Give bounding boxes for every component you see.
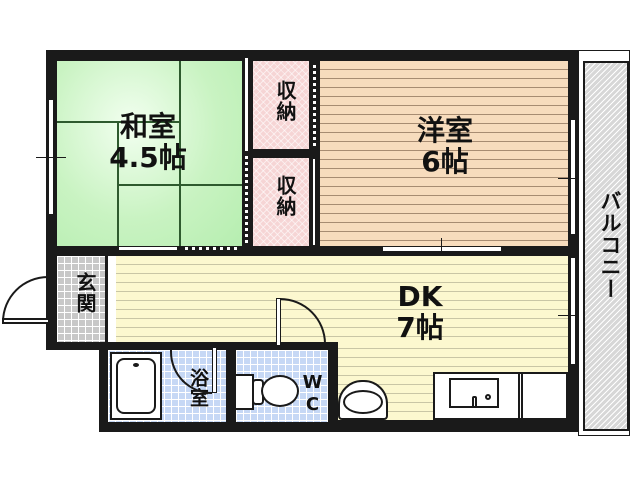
yoshitsu-name: 洋室 (416, 114, 473, 147)
tatami-line (179, 61, 181, 246)
washbasin-icon (338, 380, 388, 420)
wc-label: WC (302, 372, 323, 416)
closet-door[interactable] (312, 61, 317, 149)
bath-door[interactable] (212, 347, 217, 393)
entrance-door[interactable] (2, 276, 48, 322)
yoshitsu-label: 洋室 6帖 (390, 114, 500, 178)
storage-bottom-label: 収納 (273, 175, 297, 217)
sliding-door-washitsu[interactable] (118, 246, 178, 251)
room-washitsu (57, 61, 242, 246)
room-yoshitsu (320, 61, 568, 246)
washitsu-label: 和室 4.5帖 (88, 110, 208, 174)
fusuma-washitsu[interactable] (180, 246, 240, 251)
tatami-line (117, 121, 119, 246)
toilet-bowl-icon (261, 375, 299, 407)
bathtub-icon (110, 352, 162, 420)
room-storage-top (253, 61, 309, 149)
bathtub-drain (133, 363, 139, 367)
window-tick (558, 315, 590, 316)
dk-left-edge (106, 256, 116, 342)
dk-label: DK 7帖 (370, 280, 470, 344)
genkan-label: 玄関 (73, 272, 97, 314)
entrance-door-leaf[interactable] (2, 318, 50, 324)
dk-name: DK (397, 280, 443, 313)
sliding-door-yoshitsu[interactable] (382, 246, 502, 252)
window-yoshitsu (569, 118, 577, 236)
room-dk (116, 256, 568, 342)
counter-divider (518, 372, 523, 420)
washitsu-size: 4.5帖 (109, 140, 187, 174)
window-tick (36, 157, 66, 158)
room-genkan (57, 256, 105, 342)
washitsu-name: 和室 (119, 110, 176, 143)
drain-icon (485, 394, 491, 400)
faucet-icon (472, 396, 477, 408)
basin-bowl (343, 390, 383, 414)
yoshitsu-size: 6帖 (421, 144, 469, 178)
door-tick (441, 238, 442, 260)
storage-top-label: 収納 (273, 80, 297, 122)
closet-door[interactable] (312, 158, 316, 246)
window-dk (569, 256, 577, 366)
room-balcony (583, 61, 629, 431)
bathtub-basin (116, 358, 156, 414)
window-tick (558, 178, 590, 179)
balcony-label: バルコニー (598, 190, 622, 300)
tatami-line (119, 184, 242, 186)
room-storage-bottom (253, 158, 309, 246)
closet-door[interactable] (244, 57, 249, 152)
dk-size: 7帖 (396, 310, 444, 344)
closet-door[interactable] (244, 152, 249, 246)
